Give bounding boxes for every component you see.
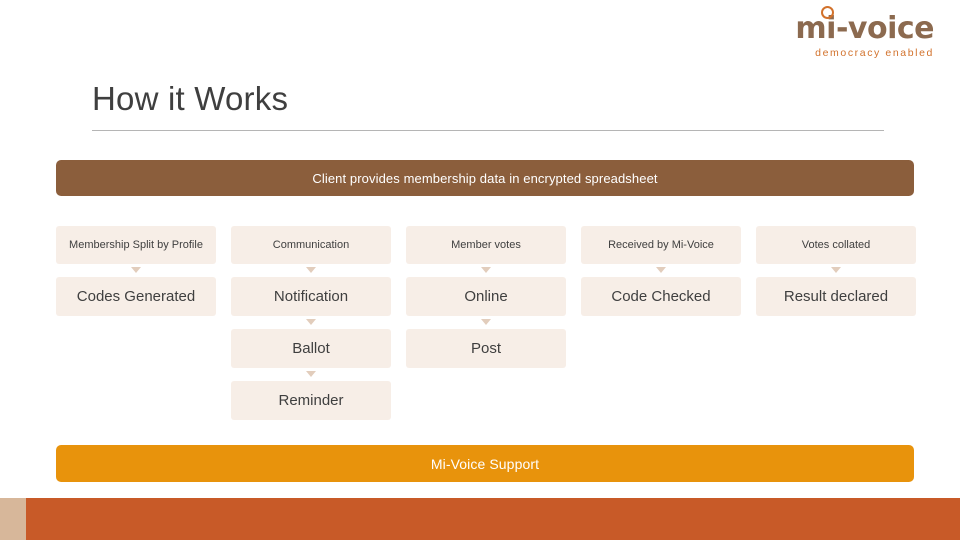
process-step: Notification: [231, 277, 391, 316]
process-step: Code Checked: [581, 277, 741, 316]
arrow-down-icon: [481, 267, 491, 273]
top-banner: Client provides membership data in encry…: [56, 160, 914, 196]
process-step: Online: [406, 277, 566, 316]
column-header: Membership Split by Profile: [56, 226, 216, 264]
arrow-down-icon: [131, 267, 141, 273]
process-step: Reminder: [231, 381, 391, 420]
process-step: Result declared: [756, 277, 916, 316]
arrow-down-icon: [306, 267, 316, 273]
footer-white-stripe: [0, 490, 960, 498]
page-title: How it Works: [92, 80, 289, 117]
column-header: Votes collated: [756, 226, 916, 264]
column-header: Member votes: [406, 226, 566, 264]
arrow-down-icon: [481, 319, 491, 325]
logo-tagline: democracy enabled: [815, 47, 934, 59]
arrow-down-icon: [306, 371, 316, 377]
logo-wordmark: mi-voice: [795, 6, 934, 46]
arrow-down-icon: [306, 319, 316, 325]
arrow-down-icon: [831, 267, 841, 273]
column-header: Received by Mi-Voice: [581, 226, 741, 264]
logo-dot-icon: [821, 6, 835, 19]
bottom-banner: Mi-Voice Support: [56, 445, 914, 482]
process-step: Post: [406, 329, 566, 368]
logo-text: mi-voice: [795, 11, 934, 46]
process-step: Ballot: [231, 329, 391, 368]
column-header: Communication: [231, 226, 391, 264]
footer-tan-accent: [0, 498, 26, 540]
title-divider: [92, 130, 884, 131]
process-step: Codes Generated: [56, 277, 216, 316]
arrow-down-icon: [656, 267, 666, 273]
footer-orange-stripe: [0, 498, 960, 540]
brand-logo: mi-voice democracy enabled: [795, 6, 934, 59]
